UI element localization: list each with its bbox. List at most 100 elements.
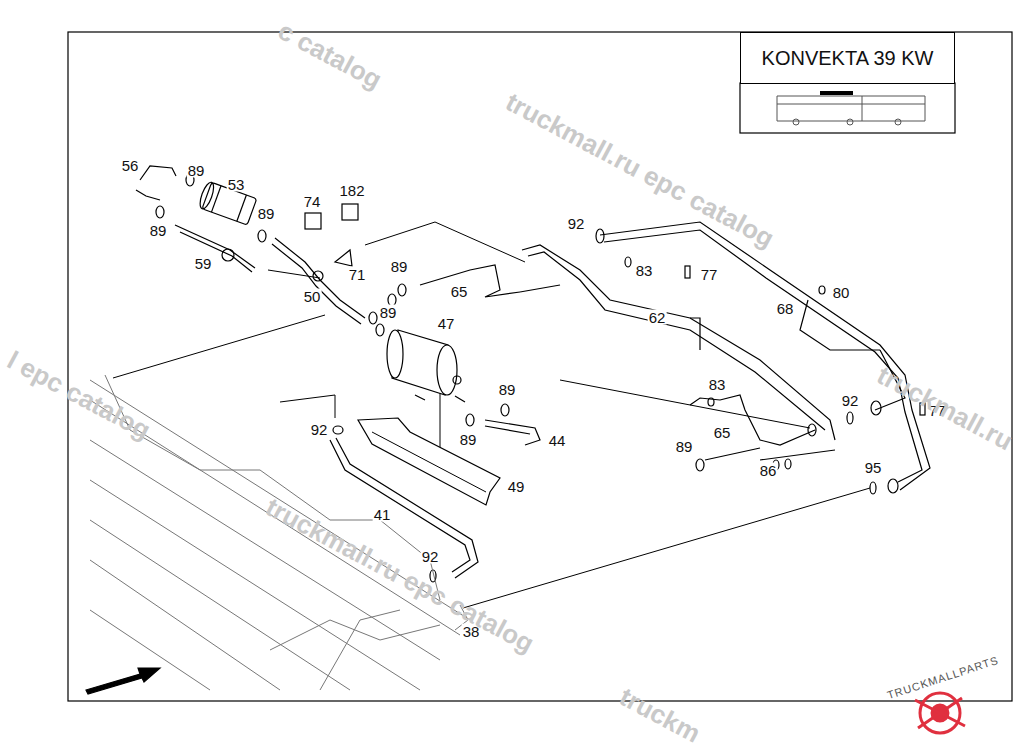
line-art xyxy=(793,119,799,125)
line-art xyxy=(690,318,700,350)
line-art xyxy=(437,345,457,395)
title-box: KONVEKTA 39 KW xyxy=(740,32,955,84)
line-art xyxy=(305,213,321,229)
watermark: l epc catalog xyxy=(3,347,154,444)
callout-number: 92 xyxy=(310,422,329,437)
line-art xyxy=(90,480,420,690)
callout-number: 41 xyxy=(373,507,392,522)
line-art xyxy=(113,315,325,378)
line-art xyxy=(708,398,714,406)
callout-number: 92 xyxy=(567,216,586,231)
line-art xyxy=(604,230,922,482)
callout-number: 62 xyxy=(648,310,667,325)
line-art xyxy=(800,300,880,350)
callout-number: 83 xyxy=(708,377,727,392)
watermark: truckmall.ru epc catalog xyxy=(262,493,538,656)
callout-number: 65 xyxy=(713,425,732,440)
watermark: truckm xyxy=(616,683,705,747)
receiver-tank xyxy=(387,330,465,402)
line-art xyxy=(560,380,810,428)
sheet-border xyxy=(68,32,1012,701)
line-art xyxy=(596,229,604,243)
line-art xyxy=(420,265,520,297)
line-art xyxy=(415,395,465,402)
line-art xyxy=(501,404,509,416)
line-art xyxy=(372,432,486,492)
callout-number: 47 xyxy=(437,316,456,331)
line-art xyxy=(915,698,965,728)
callout-number: 44 xyxy=(548,433,567,448)
line-art xyxy=(398,284,406,296)
line-art xyxy=(237,195,247,221)
line-art xyxy=(365,222,525,262)
line-art xyxy=(387,330,403,378)
callout-number: 77 xyxy=(700,267,719,282)
line-art xyxy=(690,395,815,445)
line-art xyxy=(268,270,320,278)
line-art xyxy=(453,376,461,384)
callout-number: 182 xyxy=(338,183,365,198)
callout-number: 59 xyxy=(194,256,213,271)
line-art xyxy=(895,119,901,125)
bus-marker xyxy=(820,91,853,95)
callout-number: 89 xyxy=(257,206,276,221)
line-art xyxy=(785,459,791,469)
line-art xyxy=(156,206,164,218)
line-art xyxy=(485,426,530,434)
callout-number: 80 xyxy=(832,285,851,300)
line-art xyxy=(270,620,440,650)
line-art xyxy=(211,186,221,212)
line-art xyxy=(819,286,825,294)
callout-number: 50 xyxy=(303,289,322,304)
callout-number: 92 xyxy=(421,549,440,564)
line-art xyxy=(625,257,631,267)
line-art xyxy=(871,401,881,415)
line-art xyxy=(485,420,540,445)
line-art xyxy=(335,250,352,266)
callout-number: 49 xyxy=(507,479,526,494)
logo xyxy=(915,693,965,733)
callout-number: 83 xyxy=(635,263,654,278)
callout-number: 89 xyxy=(379,305,398,320)
line-art xyxy=(522,245,835,440)
line-art xyxy=(376,324,384,336)
callout-number: 86 xyxy=(759,463,778,478)
line-art xyxy=(760,450,835,460)
watermark: truckmall.ru epc catalog xyxy=(502,88,778,251)
line-art xyxy=(90,560,280,690)
callout-number: 89 xyxy=(149,223,168,238)
line-art xyxy=(777,104,925,105)
line-art xyxy=(463,488,870,608)
line-art xyxy=(870,482,876,494)
line-art xyxy=(685,266,690,278)
callout-number: 95 xyxy=(864,460,883,475)
line-art xyxy=(222,249,234,261)
title-cell xyxy=(740,83,955,133)
line-art xyxy=(705,448,760,460)
line-art xyxy=(320,610,400,690)
line-art xyxy=(862,96,863,121)
line-art xyxy=(333,426,343,434)
line-art xyxy=(847,119,853,125)
line-art xyxy=(888,479,898,493)
line-art xyxy=(258,230,266,242)
watermark: truckmall.ru xyxy=(873,362,1017,455)
line-art xyxy=(280,395,335,418)
callout-number: 89 xyxy=(459,432,478,447)
callout-number: 68 xyxy=(776,301,795,316)
drawing xyxy=(68,32,1012,733)
drier-assembly xyxy=(136,166,384,336)
line-art xyxy=(777,96,925,121)
line-art xyxy=(466,414,474,426)
callout-number: 92 xyxy=(841,393,860,408)
line-art xyxy=(313,271,323,281)
callout-number: 89 xyxy=(390,259,409,274)
line-art xyxy=(528,252,825,430)
callout-number: 53 xyxy=(227,177,246,192)
line-art xyxy=(696,459,704,471)
line-art xyxy=(600,222,930,490)
callout-number: 74 xyxy=(303,194,322,209)
line-art xyxy=(272,244,361,324)
line-art xyxy=(90,610,210,690)
callout-number: 89 xyxy=(498,382,517,397)
